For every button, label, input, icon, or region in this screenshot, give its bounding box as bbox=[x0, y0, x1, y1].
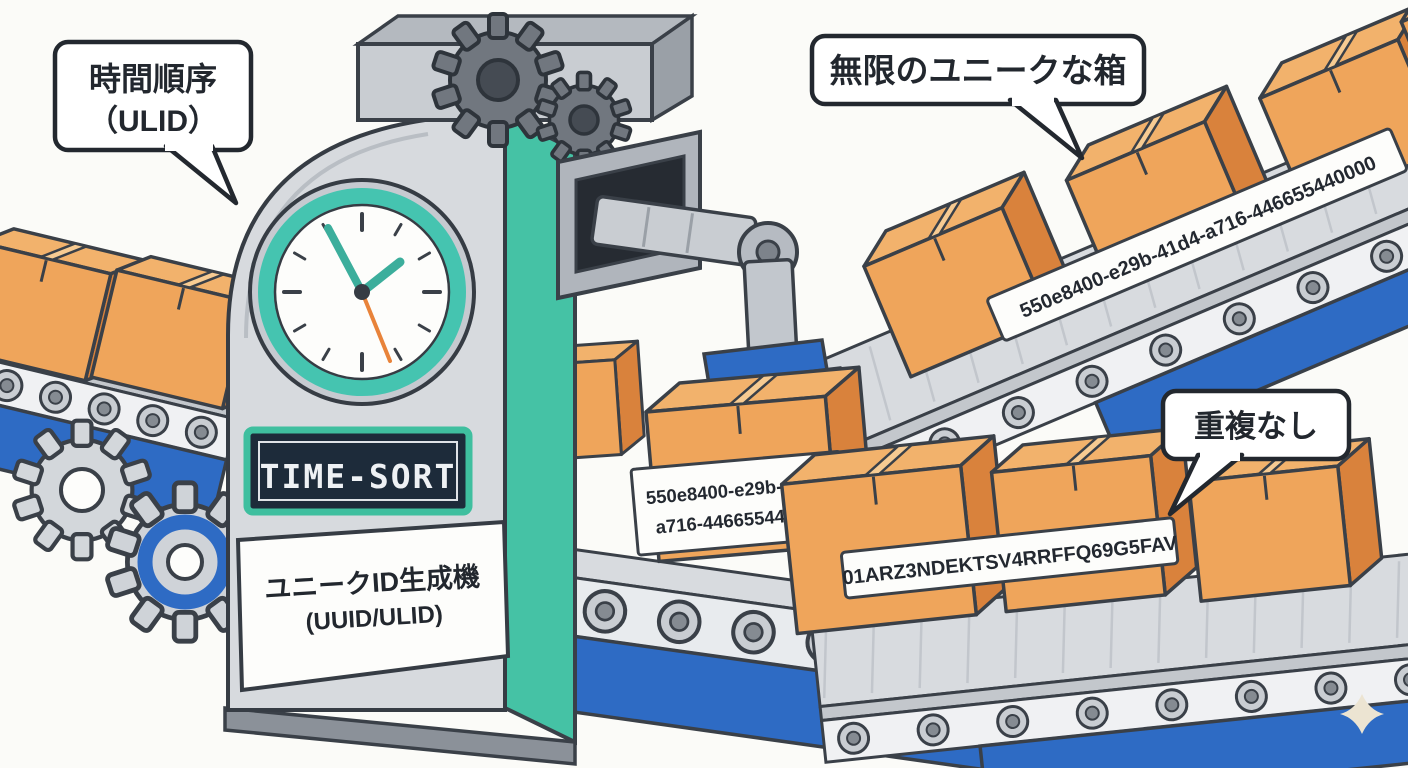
bubble-time-order-line2: （ULID） bbox=[88, 104, 218, 138]
id-generator-machine: TIME-SORT ユニークID生成機 (UUID/ULID) bbox=[223, 12, 851, 766]
cardboard-box bbox=[777, 434, 1014, 636]
clock bbox=[248, 178, 476, 406]
upper-conveyor: 550e8400-e29b-41d4-a716-446655440000 bbox=[714, 0, 1408, 542]
bubble-infinite-boxes: 無限のユニークな箱 bbox=[809, 33, 1147, 161]
bubble-time-order: 時間順序 （ULID） bbox=[52, 39, 254, 206]
roller-icon bbox=[1312, 670, 1349, 707]
bubble-infinite-boxes-text: 無限のユニークな箱 bbox=[830, 52, 1127, 89]
roller-icon bbox=[915, 711, 952, 748]
arm-forearm bbox=[742, 257, 799, 356]
sparkle-icon bbox=[1340, 694, 1384, 734]
gear-blue-ring bbox=[137, 514, 233, 610]
bubble-no-duplicates: 重複なし bbox=[1160, 388, 1352, 517]
gear-hub bbox=[59, 467, 105, 513]
roller-icon bbox=[994, 703, 1031, 740]
display-text: TIME-SORT bbox=[260, 457, 457, 496]
clock-center-dot bbox=[354, 284, 370, 300]
time-sort-display: TIME-SORT bbox=[243, 426, 473, 516]
machine-name-plate: ユニークID生成機 (UUID/ULID) bbox=[235, 519, 511, 693]
bubble-no-duplicates-text: 重複なし bbox=[1194, 409, 1318, 444]
floor-gears bbox=[13, 421, 263, 642]
gear-hub bbox=[568, 104, 600, 136]
roller-icon bbox=[1153, 686, 1190, 723]
clock-hour-hand bbox=[357, 257, 405, 297]
clock-minute-hand bbox=[324, 224, 366, 296]
belt-hatching bbox=[822, 556, 1408, 699]
lower-conveyor: 01ARZ3NDEKTSV4RRFFQ69G5FAV bbox=[777, 426, 1408, 768]
roller-icon bbox=[835, 720, 872, 757]
gear-hub bbox=[166, 543, 204, 581]
gear-hub bbox=[476, 58, 520, 102]
roller-icon bbox=[1233, 678, 1270, 715]
bubble-time-order-line1: 時間順序 bbox=[89, 61, 217, 97]
roller-icon bbox=[1074, 695, 1111, 732]
clock-second-hand bbox=[360, 290, 392, 363]
machine-base bbox=[223, 706, 577, 766]
